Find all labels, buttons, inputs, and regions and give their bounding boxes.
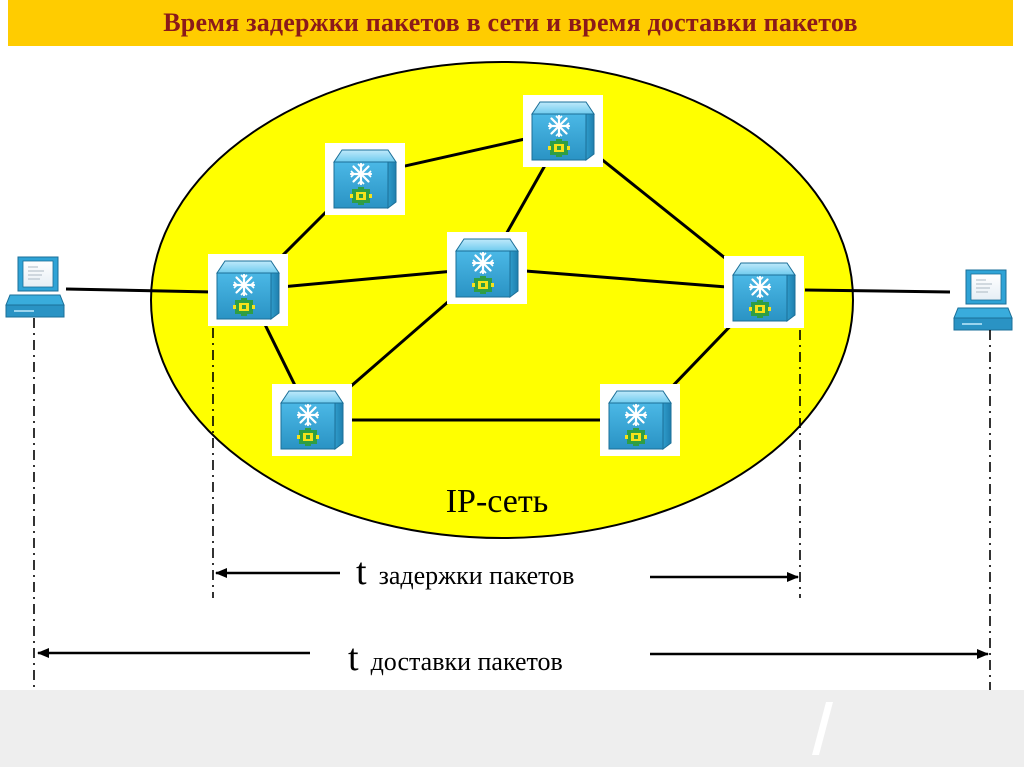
router: [523, 95, 603, 167]
link-router: [486, 266, 766, 292]
router-icon: [731, 261, 797, 323]
router-icon: [279, 389, 345, 451]
delivery-arrow: [37, 648, 989, 659]
router-icon: [215, 259, 281, 321]
ip-network-label: IP-сеть: [446, 483, 549, 520]
link-router-right-host: [804, 288, 951, 294]
router: [325, 143, 405, 215]
delay-text: задержки пакетов: [379, 561, 575, 590]
computer-icon: [5, 256, 65, 318]
bottom-band: [0, 690, 1024, 767]
router: [208, 254, 288, 326]
title-bar: Время задержки пакетов в сети и время до…: [8, 0, 1013, 46]
router-icon: [607, 389, 673, 451]
delivery-time-label: t доставки пакетов: [348, 637, 563, 679]
delay-symbol: t: [356, 551, 367, 593]
delay-arrow: [215, 568, 799, 582]
computer-icon: [953, 269, 1013, 331]
link-host-left-router: [65, 287, 213, 294]
router: [272, 384, 352, 456]
router: [724, 256, 804, 328]
router-icon: [454, 237, 520, 299]
host-computer-right: [953, 269, 1013, 331]
delay-time-label: t задержки пакетов: [356, 551, 574, 593]
router: [600, 384, 680, 456]
page-title: Время задержки пакетов в сети и время до…: [163, 8, 858, 37]
decorative-slash: [812, 702, 833, 755]
host-computer-left: [5, 256, 65, 318]
delivery-text: доставки пакетов: [371, 647, 563, 676]
measurement-guides: [33, 318, 991, 690]
router: [447, 232, 527, 304]
delivery-symbol: t: [348, 637, 359, 679]
router-icon: [332, 148, 398, 210]
router-icon: [530, 100, 596, 162]
